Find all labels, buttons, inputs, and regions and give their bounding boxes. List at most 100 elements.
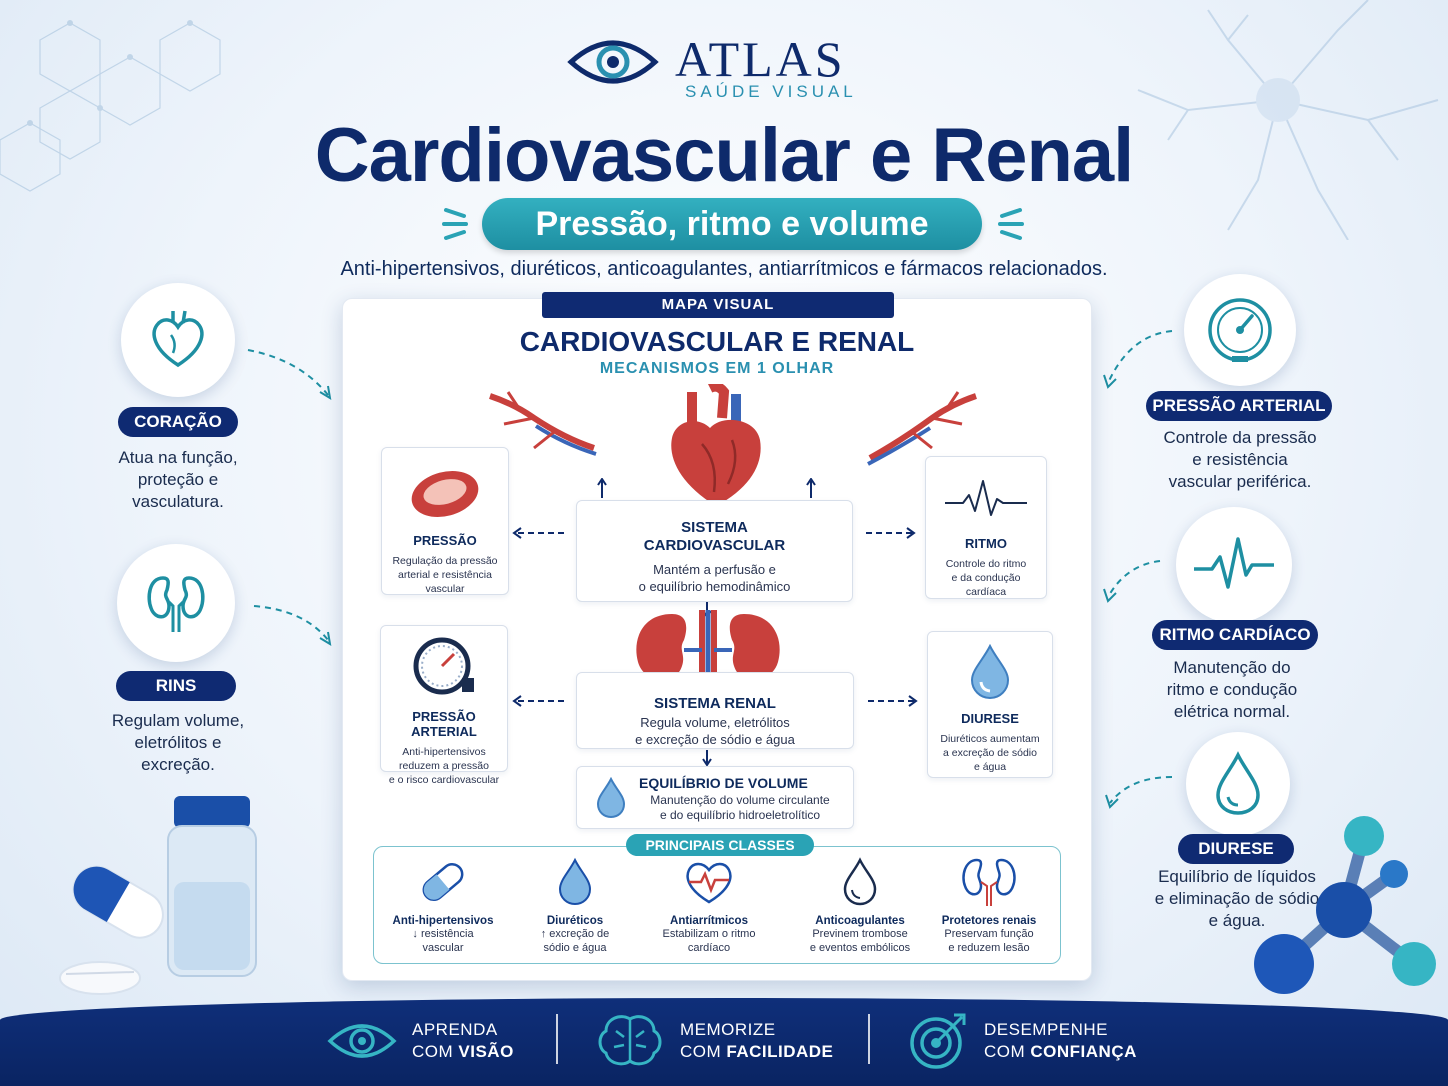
ritmo-box: RITMO Controle do ritmo e da condução ca…	[925, 456, 1047, 599]
text-line: Mantém a perfusão e	[653, 562, 776, 577]
text-line: arterial e resistência	[398, 569, 492, 581]
right-arrows	[1103, 330, 1173, 809]
class-text: ↓ resistência vascular	[378, 927, 508, 955]
sistema-cv-text: Mantém a perfusão e o equilíbrio hemodin…	[577, 561, 852, 595]
side-text-ritmo-cardiaco: Manutenção do ritmo e condução elétrica …	[1132, 657, 1332, 723]
brain-icon	[598, 1015, 662, 1066]
visual-map-tag: MAPA VISUAL	[542, 292, 894, 318]
brand-tagline: SAÚDE VISUAL	[685, 82, 857, 101]
water-drop-filled-icon	[970, 643, 1010, 700]
class-diureticos: Diuréticos ↑ excreção de sódio e água	[510, 856, 640, 955]
kidneys-icon	[147, 576, 205, 632]
heart-pulse-icon	[686, 862, 732, 904]
footer-text: MEMORIZE COM FACILIDADE	[680, 1019, 833, 1063]
class-title: Antiarrítmicos	[670, 915, 748, 927]
footer-line2-bold: VISÃO	[458, 1042, 514, 1061]
capsule-icon	[422, 863, 464, 901]
footer-line1: DESEMPENHE	[984, 1020, 1109, 1039]
diurese-text: Diuréticos aumentam a excreção de sódio …	[928, 732, 1052, 774]
class-anticoagulantes: Anticoagulantes Previnem trombose e even…	[795, 856, 925, 955]
side-text-coracao: Atua na função, proteção e vasculatura.	[98, 447, 258, 513]
principais-classes-tag: PRINCIPAIS CLASSES	[626, 834, 814, 856]
text-line: e da condução	[951, 572, 1021, 584]
footer-item-aprenda: APRENDA COM VISÃO	[326, 1008, 514, 1074]
arrow-left-dashed	[512, 695, 564, 707]
side-label-ritmo-cardiaco: RITMO CARDÍACO	[1152, 620, 1318, 650]
arrow-up-icon	[806, 478, 816, 498]
arrow-left-dashed	[512, 527, 564, 539]
ecg-icon	[945, 480, 1027, 516]
drop-icon	[558, 857, 592, 906]
arrow-up-icon	[597, 478, 607, 498]
drop-outline-icon	[843, 857, 877, 906]
sistema-renal-title: SISTEMA RENAL	[654, 695, 776, 712]
class-protetores-renais: Protetores renais Preservam função e red…	[924, 856, 1054, 955]
footer-line2-bold: CONFIANÇA	[1030, 1042, 1137, 1061]
side-text-pressao-arterial: Controle da pressão e resistência vascul…	[1140, 427, 1340, 493]
kidney-outline-icon	[962, 858, 1016, 906]
footer-line2: COM VISÃO	[412, 1041, 514, 1063]
text-line: e o risco cardiovascular	[388, 774, 500, 786]
text-line: o equilíbrio hemodinâmico	[638, 579, 791, 594]
footer-line2-bold: FACILIDADE	[726, 1042, 834, 1061]
class-text: Preservam função e reduzem lesão	[924, 927, 1054, 955]
text-line: Previnem trombose	[812, 928, 908, 940]
footer-line2: COM CONFIANÇA	[984, 1041, 1137, 1063]
side-text-line: Equilíbrio de líquidos	[1158, 867, 1316, 886]
text-line: Manutenção do volume circulante	[650, 793, 830, 807]
class-title: Diuréticos	[546, 915, 604, 927]
side-text-line: e resistência	[1192, 450, 1288, 469]
footer-line2-prefix: COM	[984, 1042, 1031, 1061]
title-line: CARDIOVASCULAR	[643, 537, 786, 554]
text-line: reduzem a pressão	[399, 760, 489, 772]
side-text-diurese: Equilíbrio de líquidos e eliminação de s…	[1132, 866, 1342, 932]
class-title: Anticoagulantes	[815, 915, 905, 927]
side-text-line: eletrólitos e	[134, 733, 222, 752]
pressao-arterial-box: PRESSÃO ARTERIAL Anti-hipertensivos redu…	[380, 625, 508, 786]
diurese-title: DIURESE	[961, 711, 1019, 726]
pressao-arterial-text: Anti-hipertensivos reduzem a pressão e o…	[381, 745, 507, 787]
sistema-renal-text: Regula volume, eletrólitos e excreção de…	[577, 714, 853, 748]
pulse-icon	[1194, 537, 1274, 589]
heart-circle	[121, 283, 235, 397]
side-text-line: elétrica normal.	[1173, 702, 1291, 721]
sistema-renal-box: SISTEMA RENAL Regula volume, eletrólitos…	[576, 672, 854, 749]
side-text-rins: Regulam volume, eletrólitos e excreção.	[96, 710, 260, 776]
class-antiarritmicos: Antiarrítmicos Estabilizam o ritmo cardí…	[644, 856, 774, 955]
water-drop-small-icon	[596, 777, 626, 819]
sistema-cardiovascular-box: SISTEMA CARDIOVASCULAR Mantém a perfusão…	[576, 500, 853, 602]
footer-divider	[556, 1014, 558, 1064]
blood-vessel-section-icon	[411, 470, 479, 518]
page-title: Cardiovascular e Renal	[314, 113, 1135, 198]
neuron-decoration	[1137, 0, 1439, 240]
sparkle-right-icon	[998, 208, 1024, 240]
heart-illustration	[671, 384, 761, 506]
side-text-line: e água.	[1208, 911, 1266, 930]
arrow-right-dashed	[866, 527, 916, 539]
class-text: Estabilizam o ritmo cardíaco	[644, 927, 774, 955]
text-line: Regulação da pressão	[392, 555, 498, 567]
heart-icon	[152, 310, 204, 368]
text-line: ↓ resistência	[412, 928, 474, 940]
molecule-decoration	[1254, 816, 1436, 994]
side-text-line: ritmo e condução	[1166, 680, 1298, 699]
subtitle-pill: Pressão, ritmo e volume	[482, 198, 982, 250]
side-label-diurese: DIURESE	[1178, 834, 1294, 864]
text-line: e reduzem lesão	[948, 942, 1030, 954]
atlas-logo: ATLAS SAÚDE VISUAL	[565, 26, 885, 106]
water-drop-icon	[1216, 751, 1260, 815]
text-line: vascular	[425, 583, 465, 595]
diurese-box: DIURESE Diuréticos aumentam a excreção d…	[927, 631, 1053, 778]
text-line: ↑ excreção de	[540, 928, 610, 940]
footer-line1: MEMORIZE	[680, 1020, 776, 1039]
footer-item-memorize: MEMORIZE COM FACILIDADE	[594, 1008, 833, 1074]
side-text-line: vasculatura.	[132, 492, 224, 511]
text-line: Regula volume, eletrólitos	[640, 715, 790, 730]
medicine-vial-and-pills	[59, 796, 257, 995]
text-line: Controle do ritmo	[945, 558, 1027, 570]
class-title: Protetores renais	[941, 915, 1037, 927]
footer-item-desempenhe: DESEMPENHE COM CONFIANÇA	[906, 1008, 1137, 1074]
footer-bar	[0, 998, 1448, 1086]
side-text-line: vascular periférica.	[1168, 472, 1312, 491]
text-line: e excreção de sódio e água	[635, 732, 795, 747]
